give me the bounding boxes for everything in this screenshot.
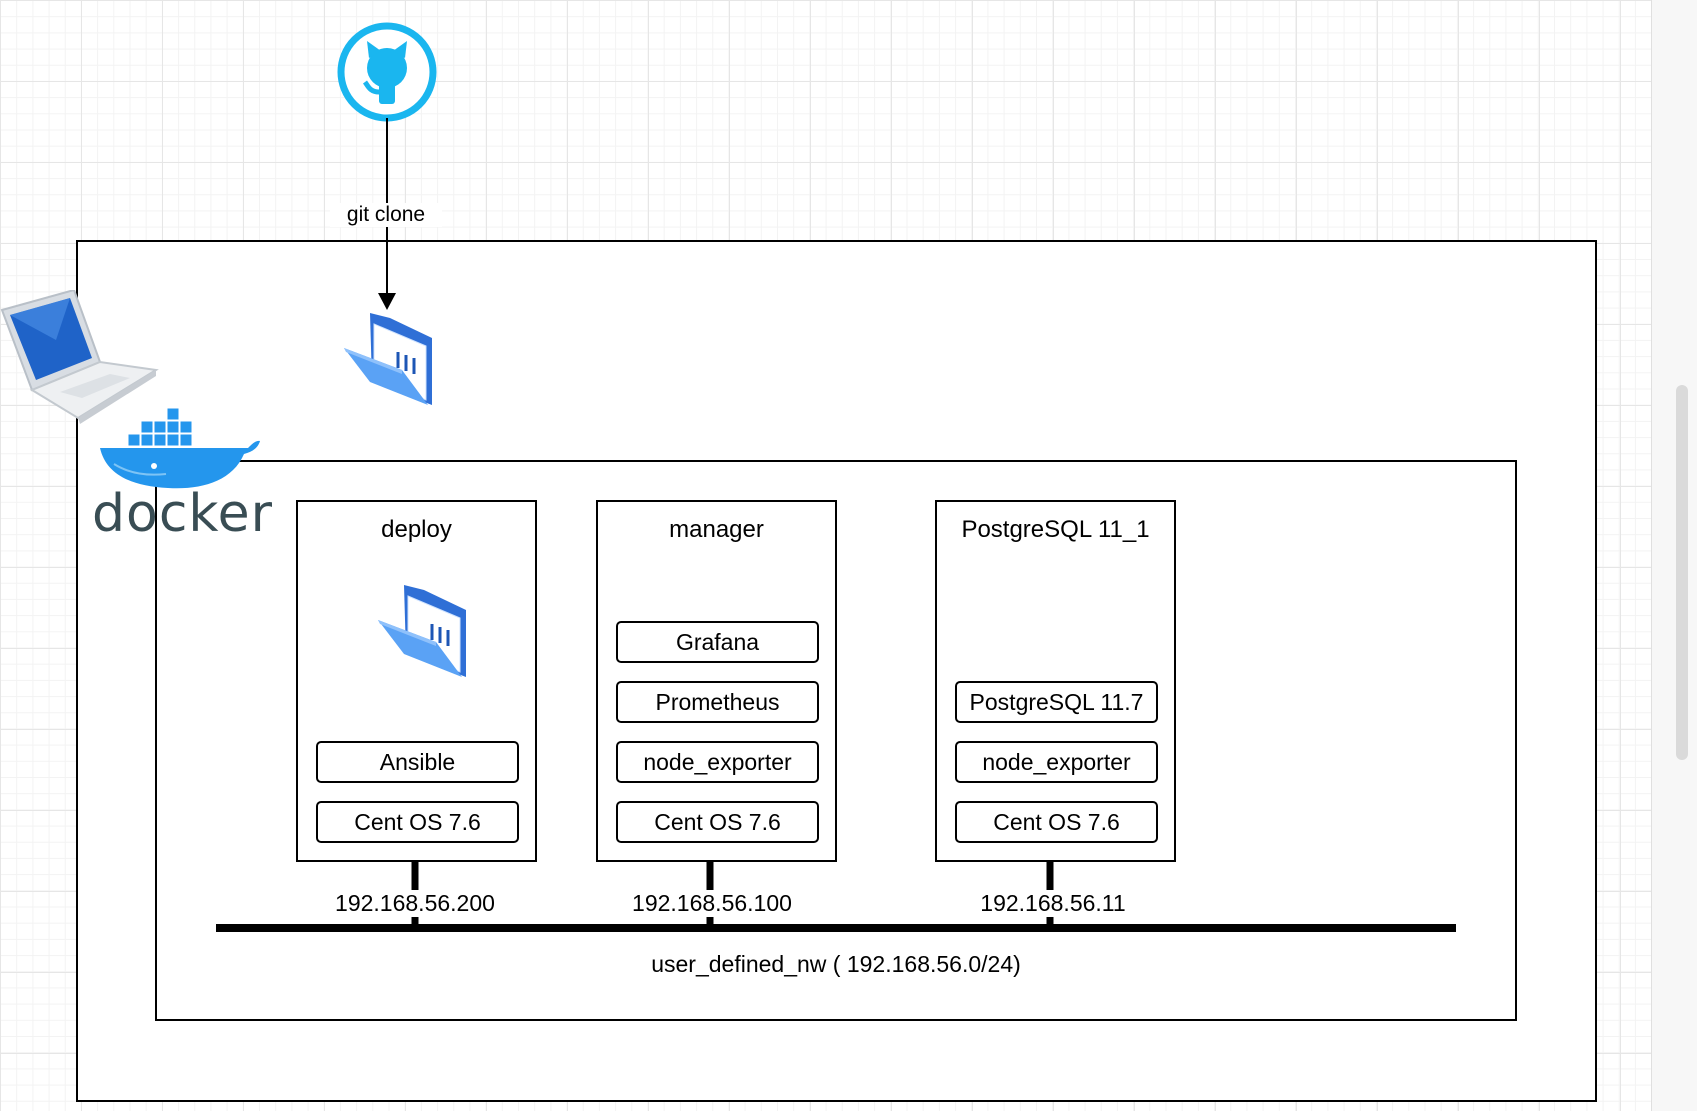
folder-icon: [378, 585, 466, 677]
node-deploy: deploy Ansible Cent OS 7.6: [296, 500, 537, 862]
ip-postgres: 192.168.56.11: [953, 890, 1153, 917]
component-prometheus: Prometheus: [616, 681, 819, 723]
node-title: deploy: [381, 516, 452, 543]
node-postgres: PostgreSQL 11_1 PostgreSQL 11.7 node_exp…: [935, 500, 1176, 862]
laptop-icon: [0, 290, 159, 424]
scrollbar-track[interactable]: [1651, 0, 1697, 1111]
node-title: manager: [669, 516, 764, 543]
component-centos: Cent OS 7.6: [955, 801, 1158, 843]
component-grafana: Grafana: [616, 621, 819, 663]
github-icon: [337, 22, 437, 122]
component-ansible: Ansible: [316, 741, 519, 783]
node-title: PostgreSQL 11_1: [961, 516, 1150, 543]
ip-manager: 192.168.56.100: [612, 890, 812, 917]
component-centos: Cent OS 7.6: [316, 801, 519, 843]
docker-wordmark: docker: [92, 484, 274, 544]
network-label: user_defined_nw ( 192.168.56.0/24): [651, 951, 1021, 977]
folder-icon: [344, 313, 432, 405]
component-node-exporter: node_exporter: [955, 741, 1158, 783]
component-centos: Cent OS 7.6: [616, 801, 819, 843]
component-node-exporter: node_exporter: [616, 741, 819, 783]
git-clone-label: git clone: [330, 203, 442, 227]
ip-deploy: 192.168.56.200: [315, 890, 515, 917]
scrollbar-thumb[interactable]: [1676, 385, 1688, 760]
node-manager: manager Grafana Prometheus node_exporter…: [596, 500, 837, 862]
component-postgresql: PostgreSQL 11.7: [955, 681, 1158, 723]
docker-whale-icon: [100, 407, 260, 489]
